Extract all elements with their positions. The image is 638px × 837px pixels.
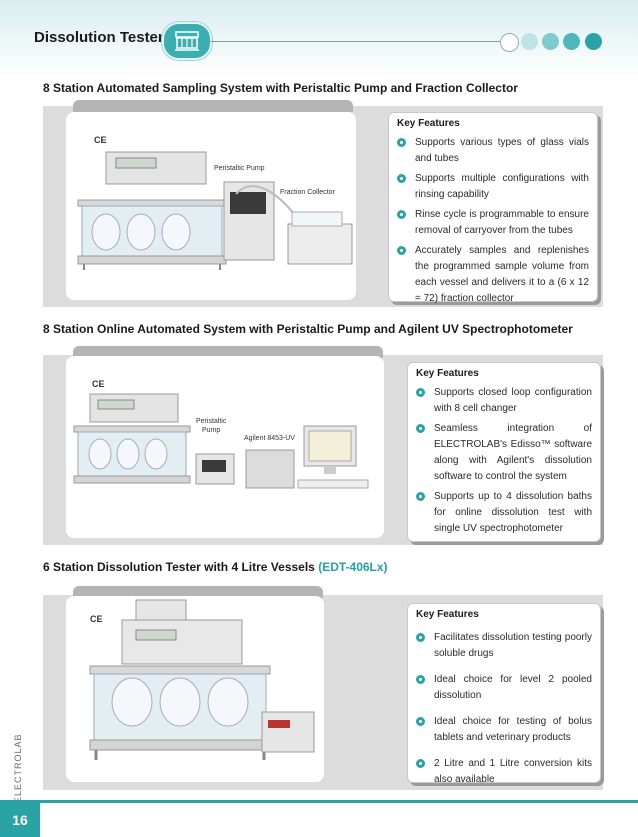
- bullet-icon: [397, 210, 406, 219]
- bullet-icon: [416, 675, 425, 684]
- section-1-title: 8 Station Automated Sampling System with…: [43, 81, 518, 95]
- key-features-title: Key Features: [416, 368, 479, 379]
- dissolution-tester-illustration: [89, 599, 315, 760]
- header-dot-light: [521, 33, 538, 50]
- section-2-photo-tab: [73, 346, 383, 358]
- ce-mark: CE: [92, 379, 105, 389]
- footer-rule: [0, 800, 638, 803]
- side-brand-text: ELECTROLAB: [13, 733, 23, 803]
- section-1-photo: CE Peristaltic Pump Fraction Collector: [66, 112, 356, 300]
- header-dot-mid-2: [563, 33, 580, 50]
- bullet-icon: [416, 492, 425, 501]
- feature-item: Ideal choice for testing of bolus tablet…: [416, 714, 592, 746]
- bullet-icon: [397, 138, 406, 147]
- bullet-icon: [416, 388, 425, 397]
- model-number: (EDT-406Lx): [318, 560, 388, 574]
- bullet-icon: [416, 424, 425, 433]
- bullet-icon: [416, 759, 425, 768]
- section-2-key-features: Key Features Supports closed loop config…: [407, 362, 601, 542]
- feature-item: Ideal choice for level 2 pooled dissolut…: [416, 672, 592, 704]
- bullet-icon: [416, 633, 425, 642]
- page-title: Dissolution Testers: [34, 29, 173, 46]
- feature-item: Supports multiple configurations with ri…: [397, 171, 589, 203]
- ce-mark: CE: [90, 614, 103, 624]
- label-agilent-uv: Agilent 8453-UV: [244, 435, 295, 442]
- section-3-photo: CE: [66, 596, 324, 782]
- section-2-photo: CE Peristaltic Pump Agilent 8453-UV: [66, 356, 384, 538]
- section-3-key-features: Key Features Facilitates dissolution tes…: [407, 603, 601, 785]
- label-fraction-collector: Fraction Collector: [280, 189, 335, 196]
- sampling-system-illustration: [77, 151, 353, 270]
- feature-item: Facilitates dissolution testing poorly s…: [416, 630, 592, 662]
- dissolution-tester-icon: [162, 22, 212, 60]
- label-peristaltic-pump: Peristaltic Pump: [214, 165, 265, 172]
- bullet-icon: [416, 717, 425, 726]
- feature-item: Supports up to 4 dissolution baths for o…: [416, 489, 592, 537]
- bullet-icon: [397, 246, 406, 255]
- feature-item: Rinse cycle is programmable to ensure re…: [397, 207, 589, 239]
- key-features-title: Key Features: [397, 118, 460, 129]
- feature-item: Supports various types of glass vials an…: [397, 135, 589, 167]
- feature-item: Seamless integration of ELECTROLAB's Edi…: [416, 421, 592, 485]
- feature-item: Accurately samples and replenishes the p…: [397, 243, 589, 307]
- bullet-icon: [397, 174, 406, 183]
- ce-mark: CE: [94, 135, 107, 145]
- section-2-title: 8 Station Online Automated System with P…: [43, 322, 573, 336]
- section-1-key-features: Key Features Supports various types of g…: [388, 112, 598, 304]
- key-features-title: Key Features: [416, 609, 479, 620]
- page-number: 16: [0, 803, 40, 837]
- online-system-illustration: [73, 393, 369, 489]
- header-rule: [208, 41, 502, 42]
- section-1-photo-tab: [73, 100, 353, 112]
- label-peristaltic-pump: Peristaltic Pump: [196, 418, 227, 434]
- section-3-title: 6 Station Dissolution Tester with 4 Litr…: [43, 560, 388, 574]
- header-dot-dark: [585, 33, 602, 50]
- feature-item: 2 Litre and 1 Litre conversion kits also…: [416, 756, 592, 788]
- feature-item: Supports closed loop configuration with …: [416, 385, 592, 417]
- section-3-photo-tab: [73, 586, 323, 598]
- header-dot-white: [500, 33, 519, 52]
- header-dot-mid-1: [542, 33, 559, 50]
